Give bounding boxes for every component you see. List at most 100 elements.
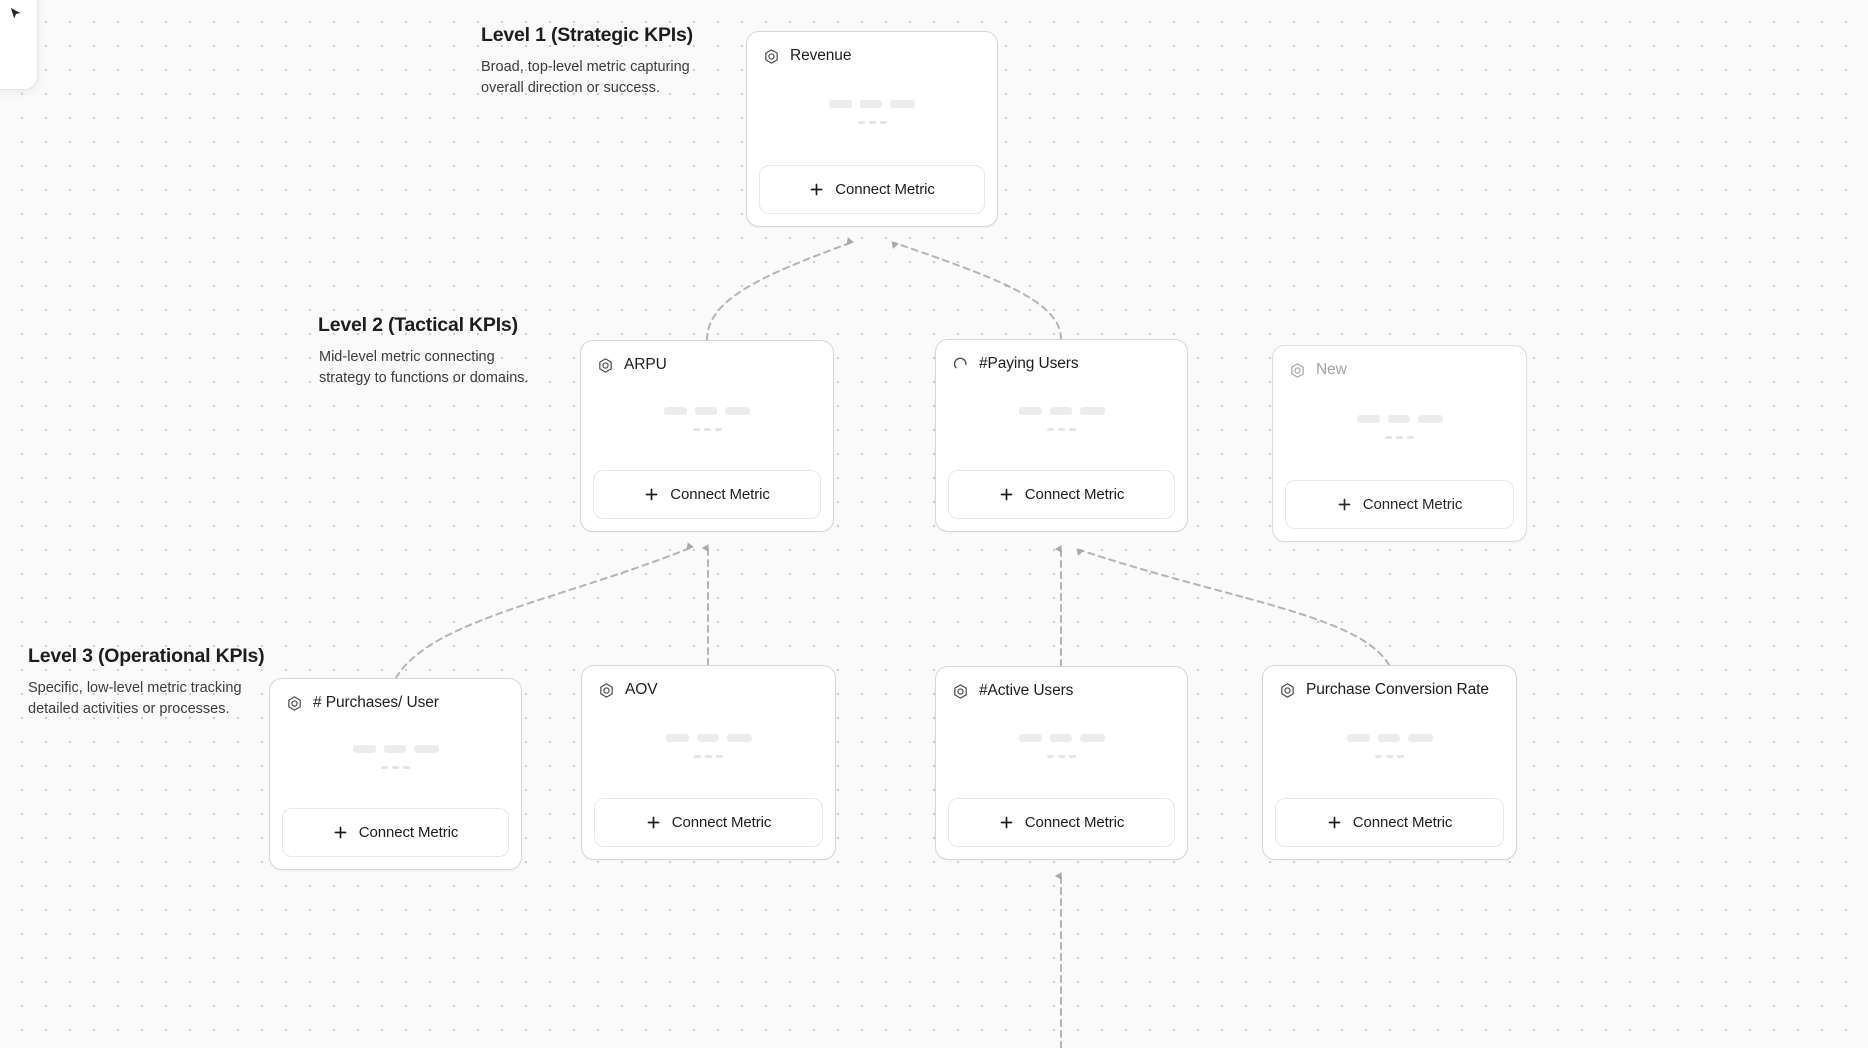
card-title: New [1316,361,1347,378]
card-title: AOV [625,681,658,698]
connect-metric-button[interactable]: Connect Metric [1275,798,1504,847]
skeleton-dash [692,428,700,431]
card-placeholder-body [581,374,833,470]
skeleton-dash [868,121,876,124]
connect-metric-button[interactable]: Connect Metric [593,470,821,519]
skeleton-row [664,407,750,415]
skeleton-dash [1069,755,1076,758]
skeleton-dash [1407,435,1414,439]
skeleton-bar [665,733,689,742]
skeleton-row [1356,414,1443,423]
skeleton-dash [1069,427,1076,431]
plus-icon [647,816,660,829]
edge-payingusers-revenue [891,241,1062,340]
skeleton-dash [403,766,410,769]
skeleton-dash-row [1385,435,1414,439]
skeleton-dash [1396,435,1403,439]
card-header: #Active Users [936,667,1187,700]
connect-metric-label: Connect Metric [1352,814,1453,831]
card-placeholder-body [1263,699,1516,798]
card-placeholder-body [936,373,1187,470]
skeleton-dash [1058,755,1065,758]
connect-metric-button[interactable]: Connect Metric [948,470,1175,519]
plus-icon [645,488,658,501]
plus-icon [810,183,823,196]
skeleton-bar [1049,734,1072,742]
connect-metric-button[interactable]: Connect Metric [759,165,985,214]
skeleton-bar [1377,733,1400,742]
connect-metric-button[interactable]: Connect Metric [1285,480,1514,529]
skeleton-dash [1397,754,1404,758]
skeleton-dash-row [857,121,887,124]
card-header: New [1273,346,1526,379]
skeleton-bar [1417,414,1443,423]
skeleton-dash [705,754,712,758]
skeleton-bar [352,745,376,753]
skeleton-bar [1356,414,1380,423]
skeleton-bar [413,745,439,753]
connect-metric-label: Connect Metric [835,181,935,198]
skeleton-row [665,733,752,742]
skeleton-row [352,745,439,753]
level-3-heading-block: Level 3 (Operational KPIs) Specific, low… [28,645,265,719]
skeleton-dash [381,766,388,769]
edge-conversion-payingusers [1076,548,1390,666]
level-2-description: Mid-level metric connecting strategy to … [319,349,529,386]
skeleton-bar [1049,406,1072,415]
skeleton-dash [714,428,722,431]
connect-metric-label: Connect Metric [1024,486,1125,503]
edge-arpu-revenue [706,237,854,341]
hexagon-metric-icon [954,683,967,699]
connect-metric-label: Connect Metric [671,814,772,831]
connect-metric-label: Connect Metric [670,486,770,503]
skeleton-bar [664,407,687,415]
level-3-title: Level 3 (Operational KPIs) [28,645,265,667]
level-1-description: Broad, top-level metric capturing overal… [481,59,690,96]
hexagon-metric-icon [1281,682,1294,698]
level-3-description: Specific, low-level metric tracking deta… [28,680,242,717]
card-title: #Paying Users [979,355,1079,372]
card-header: ARPU [581,341,833,374]
skeleton-dash [857,121,865,124]
skeleton-bar [695,407,717,415]
skeleton-bar [1018,406,1042,415]
skeleton-dash-row [1047,427,1076,431]
skeleton-bar [725,407,750,415]
card-placeholder-body [1273,379,1526,480]
floating-toolbar-panel[interactable] [0,0,38,90]
skeleton-row [829,100,915,108]
metric-card-arpu[interactable]: ARPU Connect Metric [580,340,834,532]
skeleton-dash [1047,755,1054,758]
connect-metric-label: Connect Metric [1362,496,1463,513]
card-placeholder-body [270,712,521,808]
metric-card-aov[interactable]: AOV Connect Metric [581,665,836,860]
connect-metric-button[interactable]: Connect Metric [948,798,1175,847]
hexagon-metric-icon [600,682,613,698]
skeleton-bar [1387,414,1410,423]
skeleton-dash-row [1047,755,1076,758]
skeleton-dash [694,754,701,758]
skeleton-dash [703,428,711,431]
card-title: Purchase Conversion Rate [1306,681,1489,698]
connect-metric-button[interactable]: Connect Metric [282,808,509,857]
card-placeholder-body [582,699,835,798]
level-1-heading-block: Level 1 (Strategic KPIs) Broad, top-leve… [481,24,696,98]
hexagon-metric-icon [288,695,301,711]
edge-purchases-arpu [395,542,694,679]
connect-metric-button[interactable]: Connect Metric [594,798,823,847]
skeleton-row [1018,406,1105,415]
skeleton-dash [1047,427,1054,431]
skeleton-dash-row [692,428,722,431]
connect-metric-label: Connect Metric [1024,814,1125,831]
skeleton-bar [383,745,406,753]
skeleton-dash [392,766,399,769]
skeleton-bar [1079,734,1105,742]
plus-icon [1338,498,1351,511]
